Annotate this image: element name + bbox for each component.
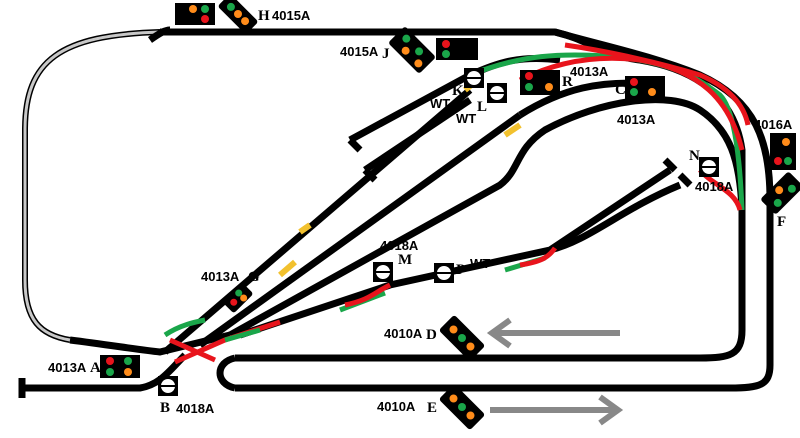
label-r: R <box>562 74 573 90</box>
label-n: N <box>689 148 700 164</box>
label-l-note: WT <box>456 111 476 126</box>
label-c-number: 4013A <box>617 112 656 127</box>
label-k-note: WT <box>430 96 450 111</box>
label-p-note: WT <box>470 256 490 271</box>
label-a-number: 4013A <box>48 360 87 375</box>
label-e-number: 4010A <box>377 399 416 414</box>
signal-k-disc <box>464 68 484 88</box>
signal-n-disc <box>699 157 719 177</box>
signal-j-position <box>389 27 435 73</box>
signal-h-head <box>175 3 215 25</box>
signal-b-disc <box>158 376 178 396</box>
arrow-right <box>490 394 624 426</box>
label-g-number: 4013A <box>201 269 240 284</box>
label-g: G <box>248 269 260 285</box>
outer-main-track <box>235 28 774 392</box>
signal-c-head <box>625 76 665 100</box>
label-f: F <box>777 214 786 230</box>
label-j: J <box>382 46 390 62</box>
label-m-number: 4018A <box>380 238 419 253</box>
signal-p-disc <box>434 263 454 283</box>
label-n-number: 4018A <box>695 179 734 194</box>
label-p: P <box>456 262 465 278</box>
signal-a-head <box>100 355 140 378</box>
label-a: A <box>90 360 101 376</box>
loop-inner-track <box>228 96 746 339</box>
left-loop-track <box>22 29 161 343</box>
label-l: L <box>477 99 487 115</box>
label-r-number: 4013A <box>570 64 609 79</box>
signal-f-position <box>761 172 800 214</box>
label-d: D <box>426 327 437 343</box>
signal-g-head <box>223 283 253 313</box>
signal-j-head <box>436 38 478 60</box>
signal-m-disc <box>373 262 393 282</box>
label-j-number: 4015A <box>340 44 379 59</box>
signal-e-head <box>439 384 485 430</box>
signal-d-head <box>439 315 485 361</box>
label-k: K <box>452 83 464 99</box>
label-f-number: 4016A <box>754 117 793 132</box>
label-d-number: 4010A <box>384 326 423 341</box>
signal-l-disc <box>487 83 507 103</box>
label-h-number: 4015A <box>272 8 311 23</box>
label-b-number: 4018A <box>176 401 215 416</box>
label-e: E <box>427 400 437 416</box>
label-m: M <box>398 252 412 268</box>
label-b: B <box>160 400 170 416</box>
label-h: H <box>258 8 270 24</box>
signal-h-position <box>218 0 258 34</box>
arrow-left <box>486 317 620 349</box>
label-c: C <box>615 82 626 98</box>
signal-f-head <box>770 133 796 170</box>
signal-r-head <box>520 70 560 95</box>
